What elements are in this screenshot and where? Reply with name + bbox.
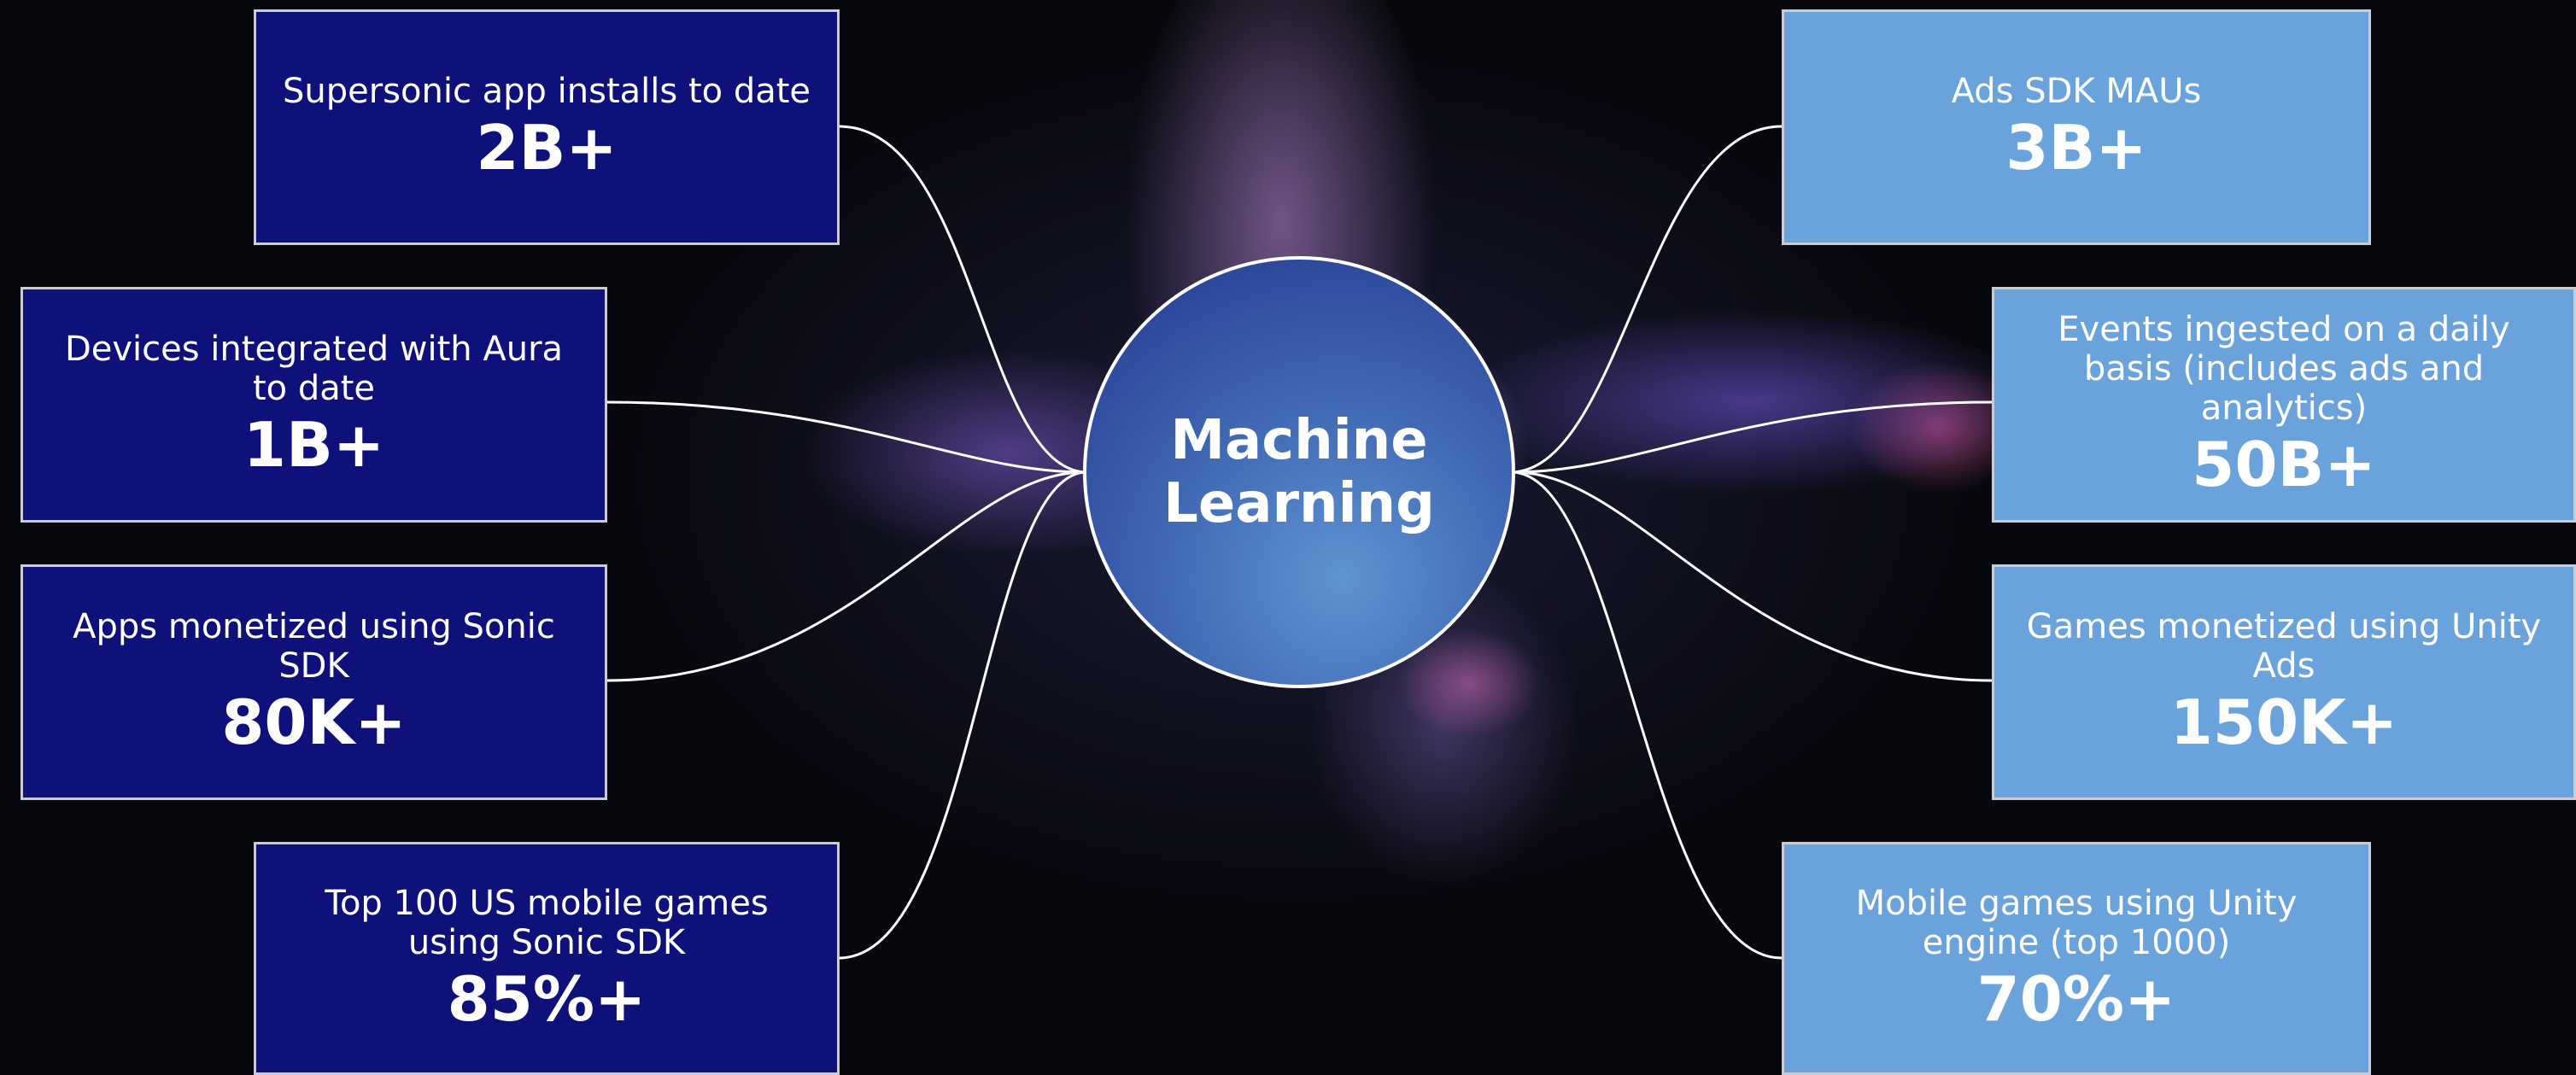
connector-left-3	[606, 470, 1086, 682]
connector-right-2	[1513, 400, 1993, 474]
connector-right-3	[1513, 470, 1993, 682]
stat-box-events-ingested: Events ingested on a daily basis (includ…	[1992, 287, 2576, 523]
machine-learning-hub: Machine Learning	[1083, 256, 1515, 688]
stat-value: 85%+	[447, 962, 647, 1035]
stat-box-ads-sdk-maus: Ads SDK MAUs 3B+	[1782, 9, 2371, 245]
connector-left-4	[838, 470, 1086, 960]
connector-left-2	[606, 400, 1086, 474]
stat-label: Events ingested on a daily basis (includ…	[2058, 310, 2510, 428]
stat-label: Ads SDK MAUs	[1951, 72, 2202, 111]
stat-value: 150K+	[2169, 686, 2398, 758]
stat-box-sonic-sdk-apps: Apps monetized using Sonic SDK 80K+	[20, 564, 607, 800]
stat-box-aura-devices: Devices integrated with Aura to date 1B+	[20, 287, 607, 523]
stat-label: Games monetized using Unity Ads	[2026, 607, 2542, 686]
stat-value: 3B+	[2005, 112, 2147, 184]
stat-value: 80K+	[221, 686, 407, 758]
stat-box-unity-ads-games: Games monetized using Unity Ads 150K+	[1992, 564, 2576, 800]
connector-left-1	[838, 125, 1086, 474]
stat-value: 2B+	[476, 112, 618, 184]
stat-value: 70%+	[1976, 962, 2176, 1035]
stat-value: 1B+	[243, 409, 385, 481]
hub-title: Machine Learning	[1163, 409, 1435, 535]
stat-label: Supersonic app installs to date	[282, 72, 811, 111]
stat-box-supersonic-installs: Supersonic app installs to date 2B+	[254, 9, 840, 245]
connector-right-4	[1513, 470, 1783, 960]
stat-value: 50B+	[2192, 429, 2376, 500]
connector-right-1	[1513, 125, 1783, 474]
stat-label: Devices integrated with Aura to date	[64, 330, 564, 408]
stat-box-unity-engine-games: Mobile games using Unity engine (top 100…	[1782, 842, 2371, 1075]
stat-label: Top 100 US mobile games using Sonic SDK	[325, 883, 769, 962]
stat-label: Apps monetized using Sonic SDK	[73, 607, 555, 686]
stat-box-top100-games: Top 100 US mobile games using Sonic SDK …	[254, 842, 840, 1075]
stat-label: Mobile games using Unity engine (top 100…	[1855, 883, 2298, 962]
